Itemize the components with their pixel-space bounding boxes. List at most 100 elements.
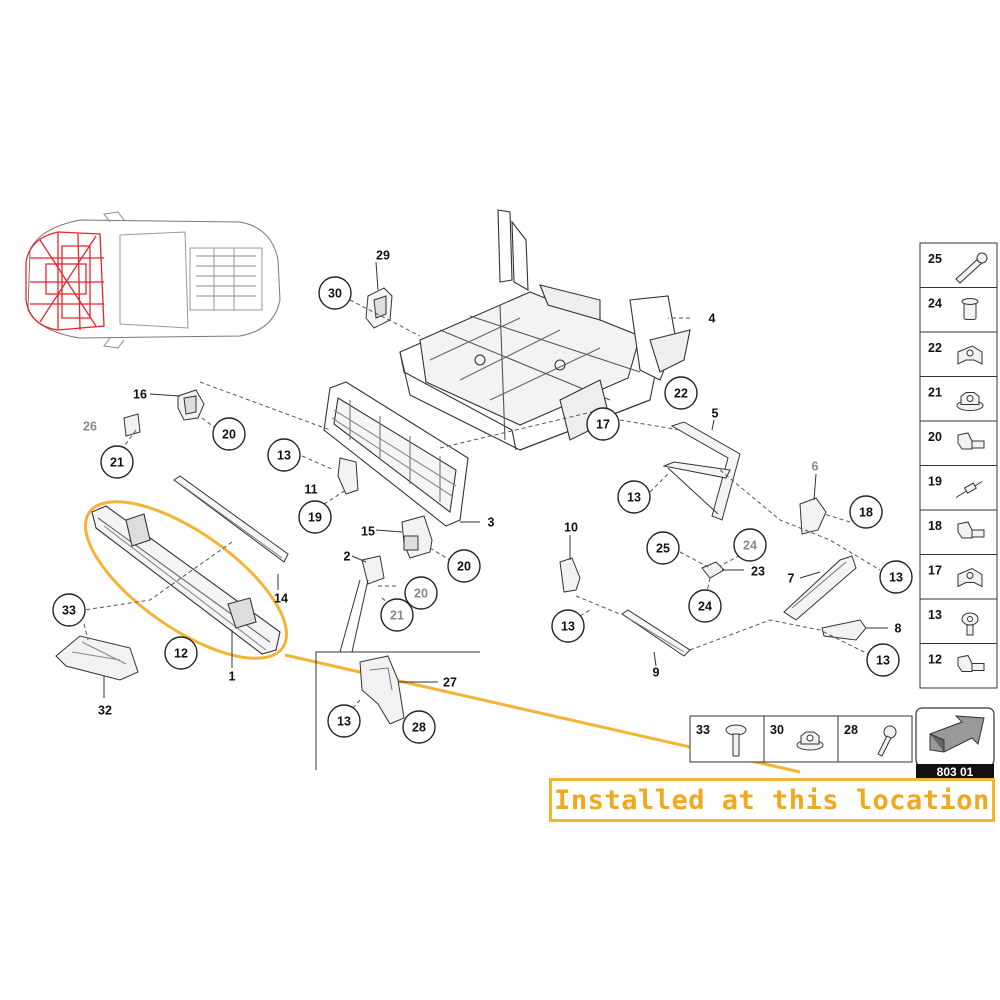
clip-part-23 bbox=[701, 561, 725, 579]
legend-label: 17 bbox=[928, 564, 942, 578]
callout-5: 5 bbox=[712, 407, 719, 421]
callout-label: 16 bbox=[133, 388, 147, 402]
rail-part-9 bbox=[621, 609, 691, 657]
callout-6: 6 bbox=[812, 460, 819, 474]
bracket-part-6 bbox=[799, 497, 827, 535]
callout-circle bbox=[404, 576, 438, 610]
hex-bolt-icon bbox=[957, 432, 985, 450]
callout-label: 23 bbox=[751, 565, 765, 579]
callout-label: 2 bbox=[344, 550, 351, 564]
callout-label: 24 bbox=[698, 600, 712, 614]
callout-label: 22 bbox=[674, 387, 688, 401]
callout-13: 13 bbox=[866, 643, 900, 677]
legend-row-18: 18 bbox=[920, 509, 997, 539]
installed-location-text: Installed at this location bbox=[554, 784, 990, 816]
rivet-nut-icon bbox=[961, 298, 979, 320]
callout-circle bbox=[164, 636, 198, 670]
solid-leader-lines bbox=[103, 261, 888, 698]
legend-row-22: 22 bbox=[920, 331, 997, 365]
callout-13: 13 bbox=[327, 704, 361, 738]
callout-circle bbox=[447, 549, 481, 583]
callout-label: 4 bbox=[709, 312, 716, 326]
callout-1: 1 bbox=[229, 670, 236, 684]
callout-21: 21 bbox=[380, 598, 414, 632]
callout-circle bbox=[267, 438, 301, 472]
tie-rod-part-5 bbox=[662, 421, 741, 521]
diagram-reference-code: 803 01 bbox=[916, 764, 994, 778]
callout-33: 33 bbox=[52, 593, 86, 627]
callout-9: 9 bbox=[653, 666, 660, 680]
callout-label: 9 bbox=[653, 666, 660, 680]
legend-row-12: 12 bbox=[920, 643, 997, 672]
callout-circle bbox=[52, 593, 86, 627]
front-chassis-frame bbox=[399, 209, 691, 451]
front-frame-highlight bbox=[25, 231, 105, 331]
callout-18: 18 bbox=[849, 495, 883, 529]
callout-label: 15 bbox=[361, 525, 375, 539]
legend-label: 24 bbox=[928, 297, 942, 311]
callout-14: 14 bbox=[274, 592, 288, 606]
callout-24: 24 bbox=[733, 528, 767, 562]
bracket-part-27 bbox=[359, 655, 405, 725]
legend-label: 22 bbox=[928, 341, 942, 355]
dashed-leader-lines bbox=[83, 299, 881, 727]
callout-13: 13 bbox=[879, 560, 913, 594]
callout-label: 13 bbox=[561, 620, 575, 634]
radiator-support-frame-part-3 bbox=[323, 381, 469, 527]
callout-label: 30 bbox=[328, 287, 342, 301]
callout-label: 21 bbox=[390, 609, 404, 623]
callout-label: 11 bbox=[304, 483, 317, 497]
callout-circle bbox=[879, 560, 913, 594]
bracket-part-29 bbox=[365, 287, 393, 329]
callout-21: 21 bbox=[100, 445, 134, 479]
installation-highlight-ellipse bbox=[83, 500, 289, 660]
callout-label: 13 bbox=[337, 715, 351, 729]
callout-label: 13 bbox=[277, 449, 291, 463]
callout-32: 32 bbox=[98, 704, 112, 718]
callout-label: 27 bbox=[443, 676, 457, 690]
legend-label: 30 bbox=[770, 723, 784, 737]
callout-label: 6 bbox=[812, 460, 819, 474]
callout-label: 33 bbox=[62, 604, 76, 618]
callout-20: 20 bbox=[212, 417, 246, 451]
callout-label: 26 bbox=[83, 420, 97, 434]
legend-label: 19 bbox=[928, 475, 942, 489]
callout-circle bbox=[849, 495, 883, 529]
callout-label: 14 bbox=[274, 592, 288, 606]
callout-12: 12 bbox=[164, 636, 198, 670]
hex-bolt-icon bbox=[957, 654, 985, 672]
bottom-legend-item-28: 28 bbox=[844, 723, 897, 757]
callout-label: 7 bbox=[788, 572, 795, 586]
rail-part-14 bbox=[173, 475, 289, 563]
callout-label: 20 bbox=[457, 560, 471, 574]
callout-circle bbox=[733, 528, 767, 562]
bracket-clip-icon bbox=[957, 345, 983, 365]
callout-circle bbox=[298, 500, 332, 534]
callout-20: 20 bbox=[404, 576, 438, 610]
flange-nut-icon bbox=[796, 731, 824, 751]
callout-13: 13 bbox=[267, 438, 301, 472]
callout-30: 30 bbox=[318, 276, 352, 310]
bracket-part-8 bbox=[821, 619, 867, 641]
callout-2: 2 bbox=[344, 550, 351, 564]
callout-circle bbox=[646, 531, 680, 565]
bracket-part-11 bbox=[337, 457, 359, 495]
callout-circle bbox=[551, 609, 585, 643]
vehicle-overview-thumbnail bbox=[27, 211, 281, 349]
callout-label: 21 bbox=[110, 456, 124, 470]
callout-circle bbox=[318, 276, 352, 310]
callout-circle bbox=[664, 376, 698, 410]
inset-frame-part-27 bbox=[315, 651, 480, 770]
callout-16: 16 bbox=[133, 388, 147, 402]
callout-label: 3 bbox=[488, 516, 495, 530]
callout-label: 1 bbox=[229, 670, 236, 684]
bracket-part-16 bbox=[177, 389, 205, 421]
callout-label: 10 bbox=[564, 521, 578, 535]
callout-23: 23 bbox=[751, 565, 765, 579]
callout-label: 24 bbox=[743, 539, 757, 553]
callout-label: 28 bbox=[412, 721, 426, 735]
callout-24: 24 bbox=[688, 589, 722, 623]
shoulder-bolt-icon bbox=[877, 725, 897, 757]
flange-nut-icon bbox=[956, 392, 984, 411]
